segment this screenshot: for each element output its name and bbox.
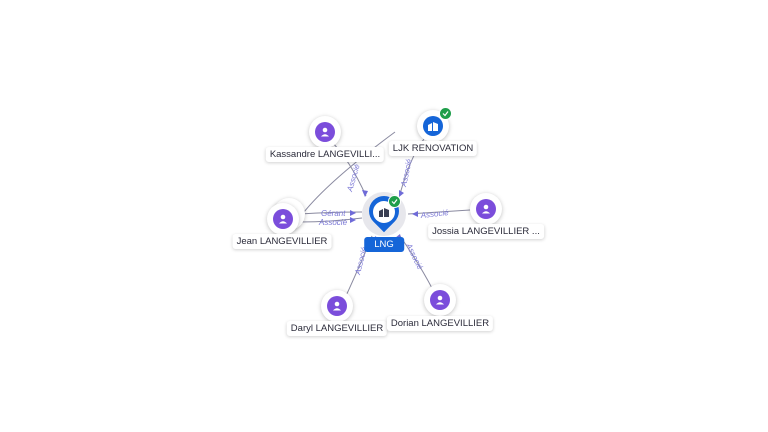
edge-label-jean-gerant: Gérant xyxy=(321,209,346,218)
verified-check-icon xyxy=(388,195,401,208)
node-label-kassandre[interactable]: Kassandre LANGEVILLI... xyxy=(265,147,385,162)
edge-jean-gerant xyxy=(299,211,363,215)
center-node-label[interactable]: LNG xyxy=(364,237,404,252)
person-icon xyxy=(327,296,347,316)
node-ljk-renovation[interactable] xyxy=(417,107,452,142)
node-jean[interactable] xyxy=(267,203,299,235)
person-icon xyxy=(315,122,335,142)
node-label-jean[interactable]: Jean LANGEVILLIER xyxy=(232,234,332,249)
company-icon xyxy=(379,208,389,217)
person-icon xyxy=(273,209,293,229)
node-daryl[interactable] xyxy=(321,290,353,322)
arrow-kassandre xyxy=(362,190,368,197)
node-dorian[interactable] xyxy=(424,284,456,316)
node-label-ljk-renovation[interactable]: LJK RENOVATION xyxy=(388,141,478,156)
company-icon xyxy=(423,116,443,136)
edge-jean-associe xyxy=(299,217,363,223)
edge-label-ljk: Associé xyxy=(399,158,414,189)
edge-label-jean-associe: Associé xyxy=(318,218,348,227)
edge-label-jossia: Associé xyxy=(419,208,449,220)
node-label-daryl[interactable]: Daryl LANGEVILLIER xyxy=(286,321,388,336)
node-label-dorian[interactable]: Dorian LANGEVILLIER xyxy=(386,316,494,331)
edge-kassandre-jean xyxy=(303,131,396,213)
arrow-jean-2 xyxy=(350,217,356,223)
arrow-ljk xyxy=(399,190,404,197)
edge-label-dorian: Associé xyxy=(404,241,425,272)
verified-check-icon xyxy=(439,107,452,120)
node-jossia[interactable] xyxy=(470,193,502,225)
arrow-jean xyxy=(350,210,356,216)
arrow-jossia xyxy=(412,211,418,217)
person-icon xyxy=(430,290,450,310)
node-kassandre[interactable] xyxy=(309,116,341,148)
edge-label-kassandre: Associé xyxy=(345,163,362,194)
center-node[interactable] xyxy=(373,195,401,223)
node-label-jossia[interactable]: Jossia LANGEVILLIER ... xyxy=(428,224,544,239)
person-icon xyxy=(476,199,496,219)
